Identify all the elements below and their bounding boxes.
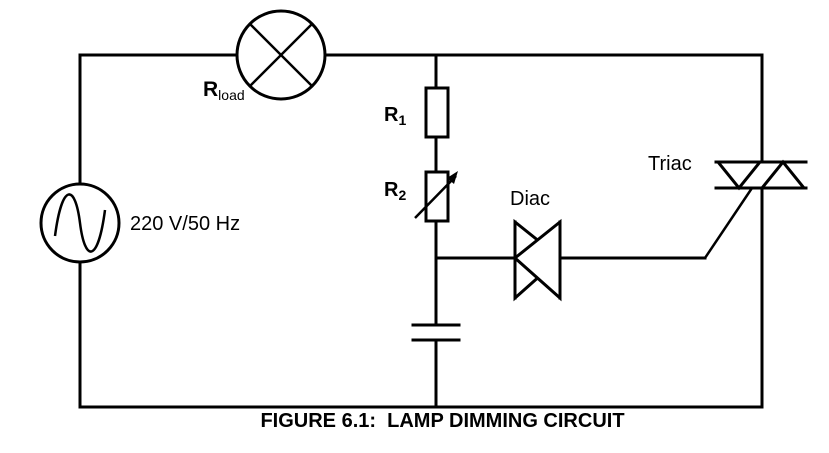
diac-symbol xyxy=(512,218,563,302)
figure-caption: FIGURE 6.1: LAMP DIMMING CIRCUIT xyxy=(260,410,625,432)
ac-voltage-source xyxy=(39,182,121,264)
source-voltage-label: 220 V/50 Hz xyxy=(130,213,240,235)
diac-label: Diac xyxy=(510,188,550,210)
resistor-r1 xyxy=(424,86,450,139)
lamp-load xyxy=(235,9,327,101)
capacitor xyxy=(411,323,461,342)
r1-label: R1 xyxy=(384,104,406,128)
r-load-label: Rload xyxy=(203,78,245,103)
r2-label: R2 xyxy=(384,179,406,203)
circuit-wires xyxy=(78,53,764,409)
sine-wave-icon xyxy=(53,193,107,253)
variable-arrow-icon xyxy=(447,171,458,184)
variable-resistor-r2 xyxy=(414,170,458,223)
triac-symbol xyxy=(714,159,808,191)
triac-label: Triac xyxy=(648,153,692,175)
